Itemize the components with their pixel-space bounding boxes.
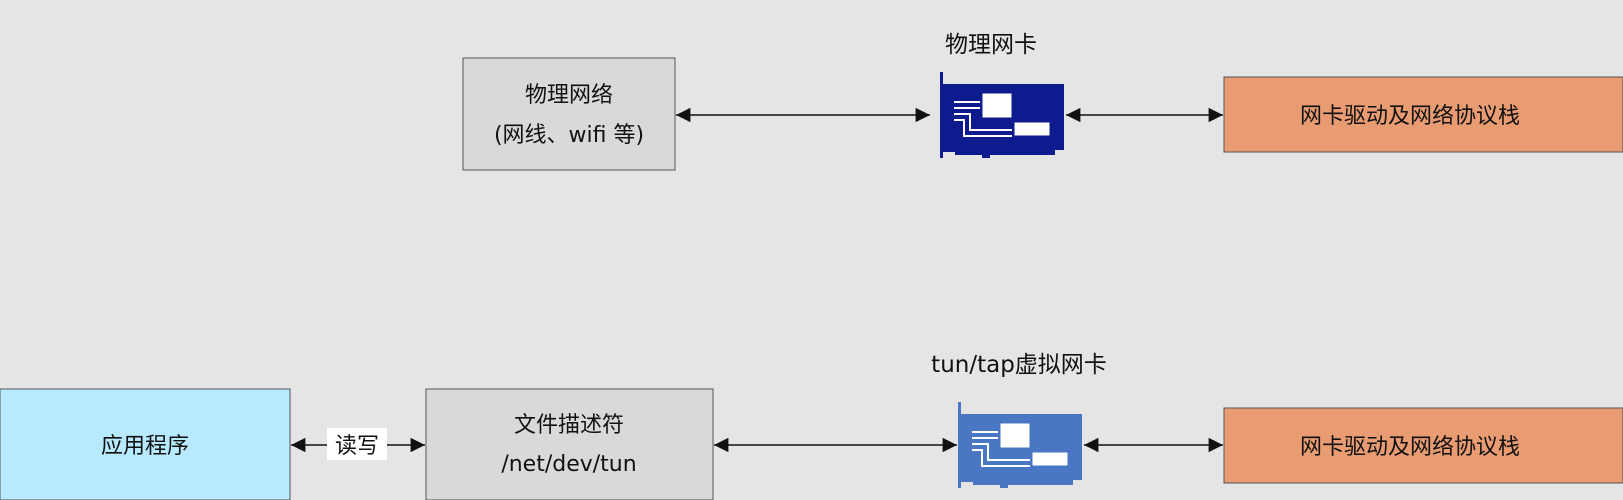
file-descriptor-line1: 文件描述符 [514,413,624,438]
virtual-card-label: tun/tap虚拟网卡 [931,352,1107,378]
read-write-label: 读写 [335,434,379,459]
physical-network-line1: 物理网络 [525,83,613,108]
physical-card-label: 物理网卡 [945,32,1037,58]
physical-card-icon [940,72,1064,158]
stack-label-bottom: 网卡驱动及网络协议栈 [1300,435,1520,460]
virtual-card-icon [958,402,1082,488]
file-descriptor-line2: /net/dev/tun [501,452,636,477]
physical-network-node: 物理网络 (网线、wifi 等) [462,57,676,171]
stack-box-top [1223,76,1623,153]
physical-network-line2: (网线、wifi 等) [494,123,644,148]
stack-node-top: 网卡驱动及网络协议栈 [1223,76,1623,153]
application-label: 应用程序 [101,434,189,459]
stack-label-top: 网卡驱动及网络协议栈 [1300,104,1520,129]
file-descriptor-node: 文件描述符 /net/dev/tun [425,388,714,500]
stack-box-bottom [1223,407,1623,484]
physical-network-box [462,57,676,171]
application-node: 应用程序 [0,388,291,500]
application-box [0,388,291,500]
stack-node-bottom: 网卡驱动及网络协议栈 [1223,407,1623,484]
read-write-label-bg [327,428,387,460]
file-descriptor-box [425,388,714,500]
